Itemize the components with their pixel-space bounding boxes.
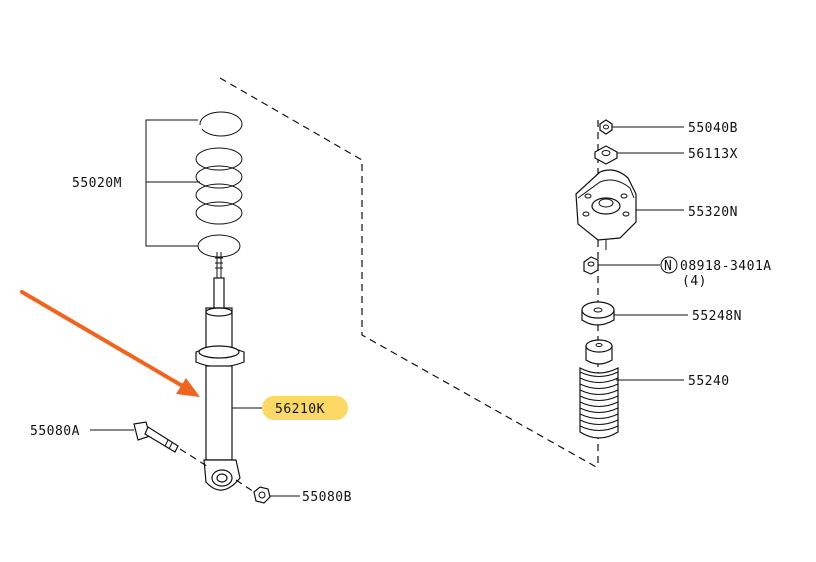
- boot-cap-hole: [595, 343, 603, 347]
- label-washer-top[interactable]: 56113X: [688, 147, 738, 162]
- label-bolt[interactable]: 55080A: [30, 424, 80, 439]
- boot-fold: [579, 377, 619, 383]
- bolt-axis: [179, 448, 211, 469]
- label-mount[interactable]: 55320N: [688, 205, 738, 220]
- callout-arrow: [20, 290, 200, 397]
- spring-leader-bracket: [145, 119, 200, 247]
- bolt[interactable]: [133, 421, 179, 453]
- label-nut-flange-qty: (4): [682, 274, 707, 289]
- label-bumper-seat[interactable]: 55248N: [692, 309, 742, 324]
- label-nut-top[interactable]: 55040B: [688, 121, 738, 136]
- mount[interactable]: [575, 169, 637, 250]
- label-highlight: [262, 396, 348, 420]
- label-coil-spring[interactable]: 55020M: [72, 176, 122, 191]
- boot-fold: [579, 395, 619, 401]
- assembly-boundary: [219, 77, 599, 469]
- label-nut-lower[interactable]: 55080B: [302, 490, 352, 505]
- coil-spring[interactable]: [195, 111, 243, 258]
- nut-axis: [235, 479, 255, 493]
- label-shock-absorber[interactable]: 56210K: [275, 402, 325, 417]
- n-symbol-circle: [660, 256, 678, 274]
- boot-fold: [579, 383, 619, 389]
- washer-top[interactable]: [594, 145, 618, 165]
- nut-lower[interactable]: [253, 486, 271, 504]
- boot-fold: [579, 407, 619, 413]
- boot-fold: [579, 371, 619, 377]
- shock-absorber[interactable]: [195, 252, 245, 491]
- boot-fold: [579, 419, 619, 425]
- boot-fold: [579, 425, 619, 431]
- dust-boot[interactable]: [579, 339, 619, 439]
- n-symbol: N: [664, 259, 672, 274]
- boot-fold: [579, 389, 619, 395]
- bumper-seat[interactable]: [581, 301, 615, 326]
- boot-body: [579, 367, 619, 439]
- label-nut-flange[interactable]: 08918-3401A: [680, 259, 772, 274]
- nut-top[interactable]: [599, 119, 613, 135]
- label-dust-boot[interactable]: 55240: [688, 374, 730, 389]
- boot-fold: [579, 401, 619, 407]
- nut-flange[interactable]: [583, 256, 599, 275]
- boot-fold: [579, 413, 619, 419]
